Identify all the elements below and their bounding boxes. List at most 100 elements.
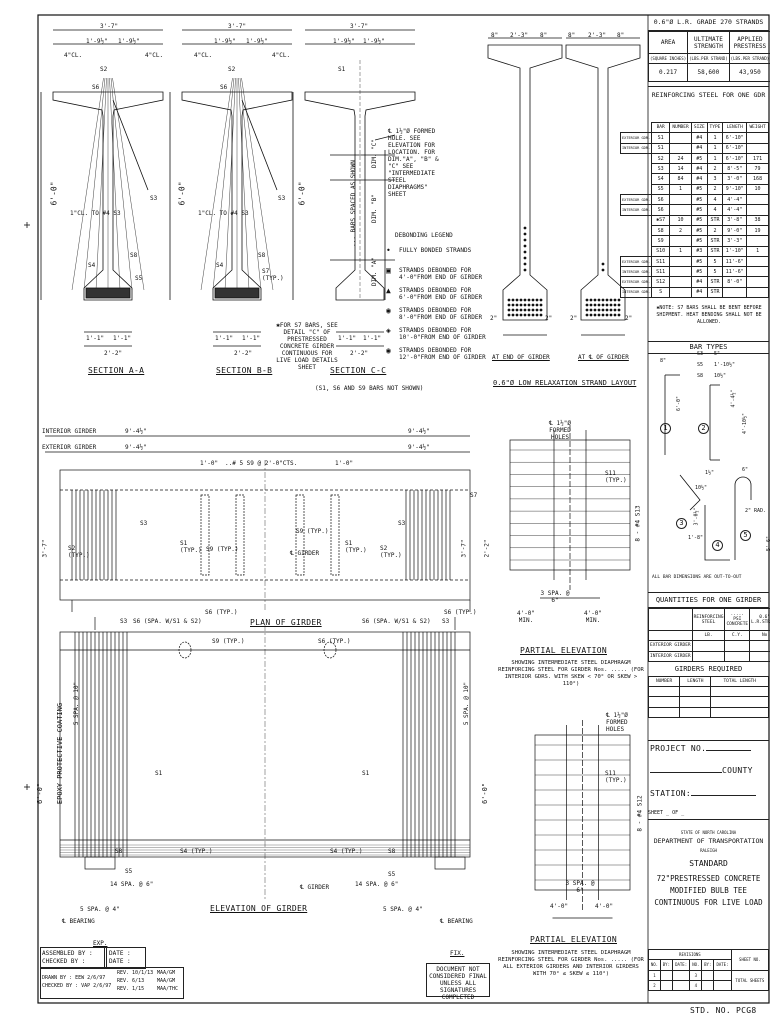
- bar-type-dim: 2" RAD.: [745, 508, 767, 514]
- table-cell: 14: [669, 163, 692, 175]
- elev-label: S8: [388, 848, 396, 855]
- table-cell: 8'-0": [722, 276, 748, 288]
- bottom-dim: 2'-2": [350, 350, 369, 357]
- strand-dot: [617, 308, 621, 312]
- table-cell: [746, 276, 769, 288]
- table-cell: 1: [706, 152, 724, 165]
- gr-cell[interactable]: [647, 696, 681, 708]
- strand-dot: [535, 313, 539, 317]
- strand-dim: 8": [540, 32, 548, 39]
- strand-head: AREA: [647, 31, 689, 54]
- strand-line: [95, 77, 107, 291]
- reinf-header: SIZE: [690, 121, 708, 134]
- row-side: INTERIOR GDR.: [619, 142, 653, 154]
- bar-type-dim: 5'-6": [766, 535, 770, 552]
- strand-dot: [589, 308, 593, 312]
- qty-cell[interactable]: [724, 650, 751, 662]
- table-cell: 11'-6": [722, 266, 748, 278]
- strand-dot: [539, 303, 543, 307]
- strand-head: APPLIED PRESTRESS: [728, 31, 770, 54]
- bottom-dim: 2'-2": [234, 350, 253, 357]
- section-b-title: SECTION B-B: [216, 366, 273, 375]
- strand-dot: [593, 298, 597, 302]
- bar-type-number: 3: [676, 518, 687, 529]
- cover-s3-label: 1"CL. TO #4 S3: [198, 210, 249, 217]
- gr-cell[interactable]: [647, 706, 681, 719]
- project-no-line[interactable]: [706, 750, 752, 751]
- strand-dot: [605, 303, 609, 307]
- table-cell: #4: [690, 132, 708, 144]
- county: COUNTY: [650, 766, 753, 775]
- table-cell: [669, 204, 692, 216]
- elev-label: 5 SPA. @ 4": [383, 906, 423, 913]
- bearing-pad: [84, 856, 116, 870]
- legend-item: STRANDS DEBONDED FOR 8'-0"FROM END OF GI…: [399, 307, 483, 321]
- strands-title: 0.6"Ø L.R. GRADE 270 STRANDS: [648, 15, 769, 31]
- rev-by: MAA/GM: [157, 970, 176, 976]
- table-cell: [746, 132, 769, 144]
- bar-label: S4: [216, 262, 224, 269]
- gr-cell[interactable]: [679, 686, 712, 698]
- bar-type-dim: 1'-8": [688, 535, 704, 541]
- strand-dot: [523, 268, 527, 272]
- reinforcing-title: REINFORCING STEEL FOR ONE GDR: [648, 86, 769, 103]
- strand-dot: [515, 308, 519, 312]
- strand-dot: [585, 313, 589, 317]
- qty-cell[interactable]: [724, 640, 751, 652]
- qty-cell[interactable]: [691, 640, 726, 652]
- table-cell: 1: [669, 183, 692, 196]
- strand-dot: [597, 308, 601, 312]
- table-cell: #4: [690, 142, 708, 154]
- strand-head: ULTIMATE STRENGTH: [687, 31, 730, 54]
- table-cell: S8: [651, 224, 671, 237]
- rev-num: 1: [648, 969, 661, 981]
- gr-cell[interactable]: [679, 696, 712, 708]
- strand-line: [224, 77, 236, 291]
- strand-dot: [507, 303, 511, 307]
- qty-cell[interactable]: [691, 650, 726, 662]
- gr-cell[interactable]: [679, 706, 712, 719]
- gr-cell[interactable]: [710, 696, 769, 708]
- strand-dim: 8": [491, 32, 499, 39]
- elev-height-dim: 6'-0": [481, 782, 490, 805]
- gr-cell[interactable]: [710, 706, 769, 719]
- gr-cell[interactable]: [647, 686, 681, 698]
- table-cell: #4: [690, 276, 708, 288]
- table-cell: 5: [706, 255, 724, 268]
- strand-dot: [527, 298, 531, 302]
- strand-dot: [585, 298, 589, 302]
- partial2-note: SHOWING INTERMEDIATE STEEL DIAPHRAGM REI…: [498, 950, 644, 977]
- elev-label: 5 SPA. @ 10": [73, 681, 81, 726]
- qty-row-label: EXTERIOR GIRDER: [648, 640, 693, 652]
- section-a-top-dim: 3'-7": [100, 23, 119, 30]
- leader: [112, 99, 149, 191]
- table-cell: #4: [690, 286, 708, 299]
- s9-bar: [295, 494, 305, 576]
- empty-cell: [648, 629, 693, 642]
- strand-dim: 2": [570, 315, 578, 322]
- row-side: [621, 153, 652, 163]
- half-dim: 1'-9½": [86, 38, 108, 45]
- rev-cell: [713, 969, 732, 981]
- strand-dot: [527, 308, 531, 312]
- legend-item: STRANDS DEBONDED FOR 12'-0"FROM END OF G…: [399, 347, 486, 361]
- county-line[interactable]: [650, 772, 722, 773]
- station-line[interactable]: [690, 795, 756, 796]
- s7-note: ✱FOR S7 BARS, SEE DETAIL "C" OF PRESTRES…: [276, 322, 338, 371]
- bar-type-dim: 10½": [714, 373, 727, 379]
- table-cell: [746, 266, 769, 278]
- qty-cell[interactable]: [749, 650, 770, 662]
- girders-required-title: GIRDERS REQUIRED: [674, 664, 743, 673]
- qty-cell[interactable]: [749, 640, 770, 652]
- partial2-label: ℄ 1½"Ø FORMED HOLES: [606, 712, 628, 733]
- strand-dot: [613, 313, 617, 317]
- bar-type-dim: 1'-10½": [714, 362, 736, 368]
- gr-cell[interactable]: [710, 686, 769, 698]
- legend-symbol-icon: ◈: [386, 326, 391, 335]
- table-cell: 3: [706, 173, 724, 185]
- dim-b-label: DIM. "B": [370, 194, 378, 223]
